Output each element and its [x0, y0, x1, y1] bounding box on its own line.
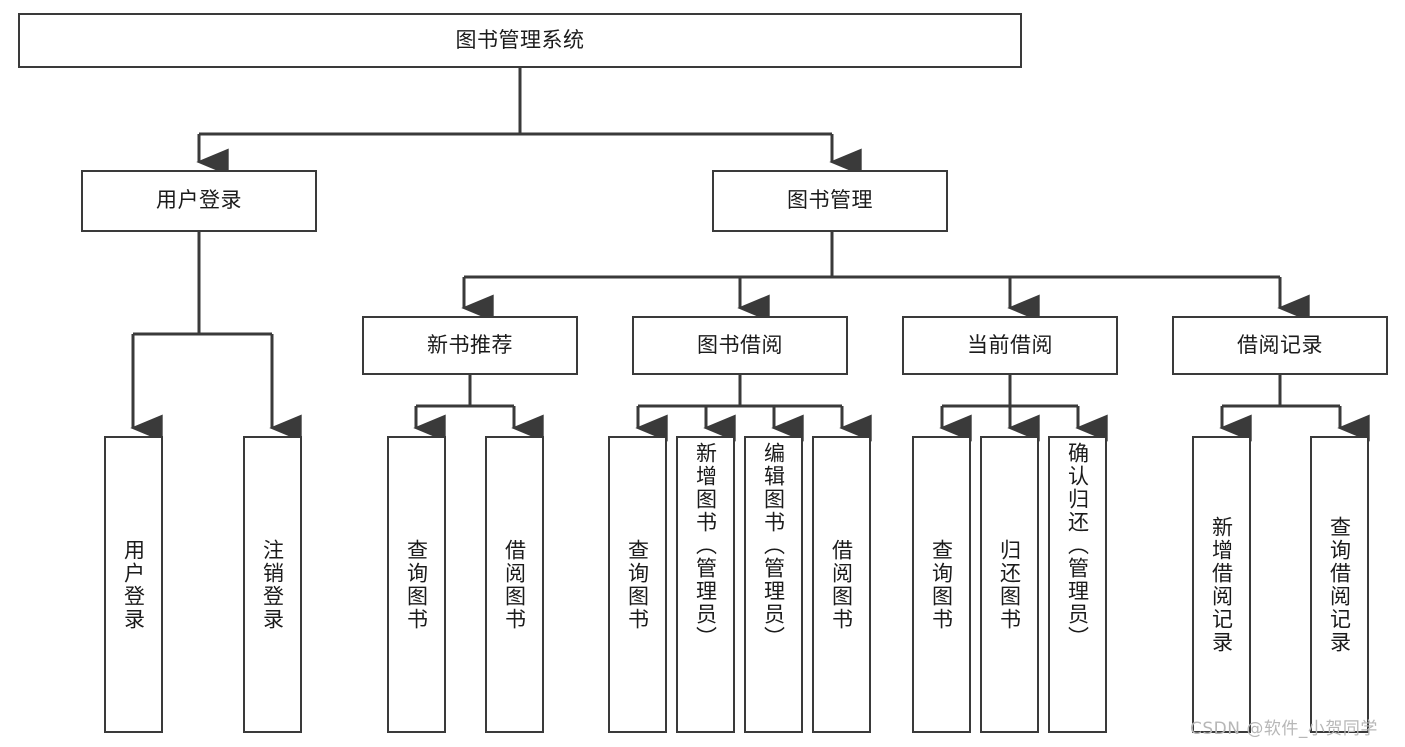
node-label: 新增图书（管理员） — [693, 442, 718, 649]
leaf-user-logout[interactable]: 注销登录 — [243, 436, 302, 733]
leaf-borrow-add-book-admin[interactable]: 新增图书（管理员） — [676, 436, 735, 733]
node-label: 查询图书 — [929, 538, 954, 631]
node-label: 确认归还（管理员） — [1065, 442, 1090, 649]
leaf-borrow-edit-book-admin[interactable]: 编辑图书（管理员） — [744, 436, 803, 733]
leaf-newbook-borrow-book[interactable]: 借阅图书 — [485, 436, 544, 733]
leaf-record-query-record[interactable]: 查询借阅记录 — [1310, 436, 1369, 733]
node-label: 查询借阅记录 — [1327, 515, 1352, 654]
node-current-borrow[interactable]: 当前借阅 — [902, 316, 1118, 375]
leaf-borrow-borrow-book[interactable]: 借阅图书 — [812, 436, 871, 733]
node-label: 查询图书 — [404, 538, 429, 631]
node-label: 注销登录 — [260, 538, 285, 631]
leaf-current-return-book[interactable]: 归还图书 — [980, 436, 1039, 733]
node-book-borrow[interactable]: 图书借阅 — [632, 316, 848, 375]
node-label: 借阅记录 — [1237, 332, 1323, 357]
node-label: 图书借阅 — [697, 332, 783, 357]
node-label: 当前借阅 — [967, 332, 1053, 357]
node-label: 图书管理 — [787, 188, 873, 213]
node-label: 新书推荐 — [427, 332, 513, 357]
leaf-user-login[interactable]: 用户登录 — [104, 436, 163, 733]
leaf-borrow-query-book[interactable]: 查询图书 — [608, 436, 667, 733]
node-label: 归还图书 — [997, 538, 1022, 631]
node-new-book-recommend[interactable]: 新书推荐 — [362, 316, 578, 375]
node-label: 图书管理系统 — [455, 27, 585, 52]
node-borrow-record[interactable]: 借阅记录 — [1172, 316, 1388, 375]
csdn-watermark: CSDN @软件_小贺同学 — [1190, 719, 1378, 739]
node-label: 新增借阅记录 — [1209, 515, 1234, 654]
node-label: 用户登录 — [156, 188, 242, 213]
node-label: 借阅图书 — [502, 538, 527, 631]
node-label: 编辑图书（管理员） — [761, 442, 786, 649]
leaf-newbook-query-book[interactable]: 查询图书 — [387, 436, 446, 733]
node-label: 用户登录 — [121, 538, 146, 631]
node-label: 借阅图书 — [829, 538, 854, 631]
node-label: 查询图书 — [625, 538, 650, 631]
leaf-current-confirm-return-admin[interactable]: 确认归还（管理员） — [1048, 436, 1107, 733]
leaf-current-query-book[interactable]: 查询图书 — [912, 436, 971, 733]
node-book-management[interactable]: 图书管理 — [712, 170, 948, 232]
leaf-record-add-record[interactable]: 新增借阅记录 — [1192, 436, 1251, 733]
node-root-system[interactable]: 图书管理系统 — [18, 13, 1022, 68]
node-user-login[interactable]: 用户登录 — [81, 170, 317, 232]
